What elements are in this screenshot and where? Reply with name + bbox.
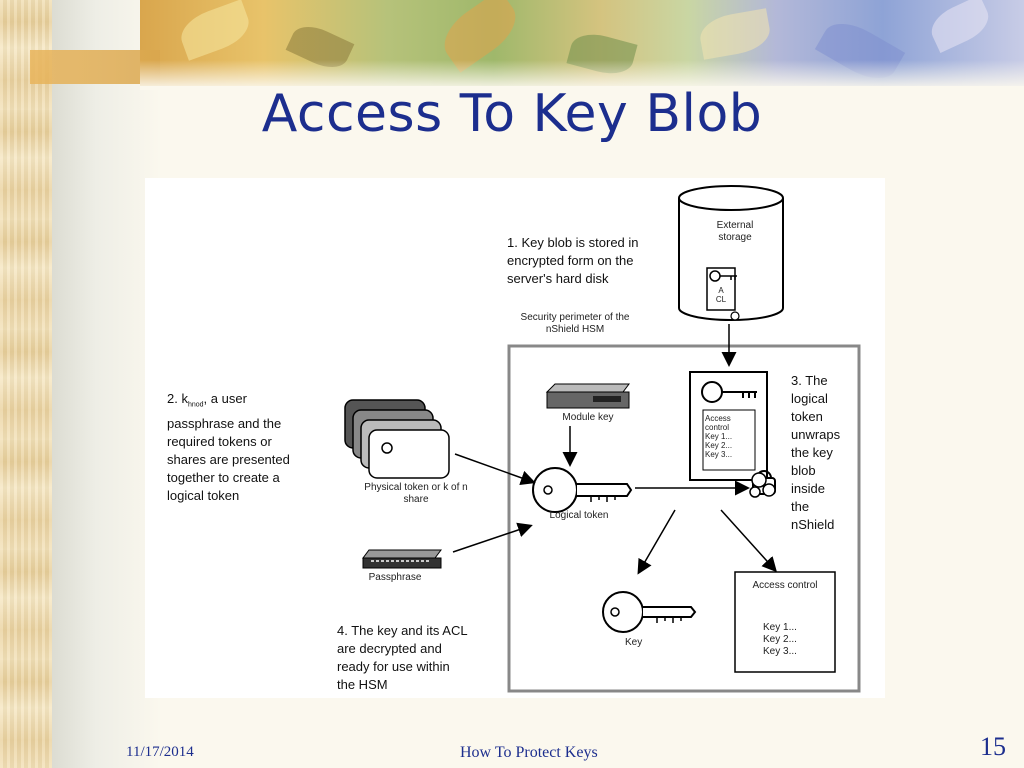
step-2-text: 2. khnod, a user passphrase and the requ… (167, 391, 290, 503)
passphrase-device-icon (362, 549, 442, 569)
left-decorative-strip (0, 0, 52, 768)
physical-tokens-icon (344, 399, 450, 479)
security-perimeter-box (507, 344, 861, 693)
top-band-fade (140, 60, 1024, 90)
top-left-decorative-band (30, 50, 160, 84)
arrow-passphrase-to-token (452, 522, 533, 553)
logical-token-key-icon (532, 467, 633, 513)
step-1-text: 1. Key blob is stored in encrypted form … (507, 235, 639, 286)
blob-access-control-text: Access control Key 1... Key 2... Key 3..… (705, 414, 733, 459)
access-control-keys: Key 1... Key 2... Key 3... (763, 622, 797, 657)
step-3-text: 3. The logical token unwraps the key blo… (791, 373, 841, 532)
step-4-text: 4. The key and its ACL are decrypted and… (337, 623, 468, 692)
access-control-box (734, 571, 836, 673)
access-control-title: Access control (752, 580, 818, 591)
arrow-to-key (637, 509, 676, 575)
page-number: 15 (980, 732, 1006, 761)
key-label: Key (625, 637, 643, 648)
passphrase-label: Passphrase (368, 572, 422, 583)
key-blob-box (689, 371, 768, 481)
module-key-label: Module key (562, 412, 614, 423)
module-key-device-icon (545, 383, 630, 409)
key-blob-diagram: External storage A CL 1. Key blob is sto… (145, 178, 885, 698)
slide-title: Access To Key Blob (261, 84, 763, 144)
external-storage-cylinder-icon (678, 185, 784, 321)
unwrap-burst-icon (749, 472, 776, 498)
arrow-physical-to-token (454, 453, 536, 486)
decrypted-key-icon (602, 591, 697, 633)
footer-date: 11/17/2014 (126, 744, 194, 760)
blob-small-label: A CL (715, 286, 727, 304)
left-shadow (52, 0, 162, 768)
security-perimeter-label: Security perimeter of the nShield HSM (520, 312, 630, 335)
external-storage-label: External storage (716, 220, 754, 243)
footer-title: How To Protect Keys (460, 744, 598, 761)
arrow-to-access-control (720, 509, 778, 573)
physical-token-label: Physical token or k of n share (364, 482, 468, 505)
diagram-graphics (344, 185, 861, 693)
logical-token-label: Logical token (549, 510, 609, 521)
